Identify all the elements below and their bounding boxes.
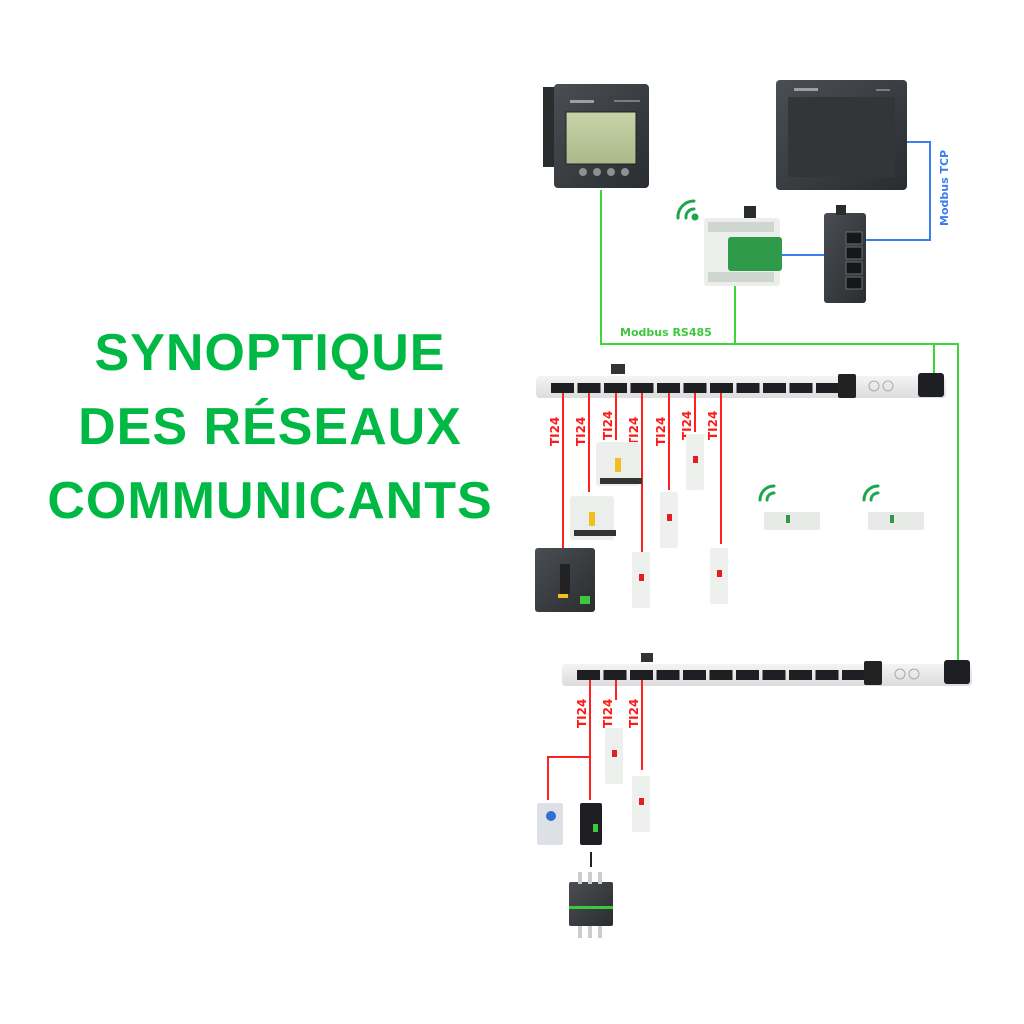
auxiliary-contact[interactable] bbox=[710, 548, 728, 604]
ti24-branch bbox=[547, 756, 590, 800]
wireless-sensor-1-signal-icon bbox=[758, 484, 776, 502]
wireless-sensor-2-signal-icon bbox=[862, 484, 880, 502]
connector-block bbox=[630, 670, 653, 680]
ti24-label: TI24 bbox=[706, 411, 720, 440]
title-line-3: COMMUNICANTS bbox=[47, 472, 493, 530]
auxiliary-contact[interactable] bbox=[632, 552, 650, 608]
wireless-sensor-1[interactable] bbox=[764, 512, 820, 530]
connector-block bbox=[710, 383, 733, 393]
ethernet-switch[interactable] bbox=[824, 205, 866, 303]
title-line-1: SYNOPTIQUE bbox=[94, 324, 446, 382]
ti24-label: TI24 bbox=[575, 699, 589, 728]
connector-block bbox=[604, 383, 627, 393]
ti24-label: TI24 bbox=[680, 411, 694, 440]
capacitor-contactor[interactable] bbox=[569, 872, 613, 938]
connector-block bbox=[657, 383, 680, 393]
ti24-label: TI24 bbox=[627, 699, 641, 728]
diagram-title: SYNOPTIQUE DES RÉSEAUX COMMUNICANTS bbox=[20, 316, 520, 538]
connector-block bbox=[630, 383, 654, 393]
thermostat[interactable] bbox=[537, 803, 563, 845]
ti24-label: TI24 bbox=[654, 417, 668, 446]
relay[interactable] bbox=[580, 803, 602, 845]
connector-block bbox=[709, 670, 733, 680]
acquisition-bar-top bbox=[536, 364, 946, 398]
connector-block bbox=[736, 670, 759, 680]
connector-block bbox=[577, 670, 600, 680]
auxiliary-contact[interactable] bbox=[605, 728, 623, 784]
connector-block bbox=[577, 383, 601, 393]
connector-block bbox=[656, 670, 680, 680]
residual-current-device-1[interactable] bbox=[596, 442, 642, 486]
hmi-touchscreen[interactable] bbox=[776, 80, 907, 190]
ti24-label: TI24 bbox=[574, 417, 588, 446]
auxiliary-contact[interactable] bbox=[686, 434, 704, 490]
connector-block bbox=[842, 670, 865, 680]
auxiliary-contact[interactable] bbox=[660, 492, 678, 548]
connector-block bbox=[603, 670, 627, 680]
ti24-lines-bottom: TI24 TI24 TI24 bbox=[575, 680, 643, 800]
residual-current-device-2[interactable] bbox=[570, 496, 616, 540]
power-meter[interactable] bbox=[543, 84, 649, 188]
connector-block bbox=[763, 383, 786, 393]
ti24-label: TI24 bbox=[548, 417, 562, 446]
connector-block bbox=[815, 670, 839, 680]
wireless-signal-icon bbox=[676, 199, 699, 221]
connector-block bbox=[789, 383, 813, 393]
title-line-2: DES RÉSEAUX bbox=[78, 398, 462, 456]
wireless-gateway[interactable] bbox=[704, 206, 782, 286]
tcp-label: Modbus TCP bbox=[938, 150, 951, 226]
ti24-label: TI24 bbox=[601, 699, 615, 728]
connector-block bbox=[551, 383, 574, 393]
ti24-label: TI24 bbox=[627, 417, 641, 446]
ti24-label: TI24 bbox=[601, 411, 615, 440]
connector-block bbox=[816, 383, 839, 393]
connector-block bbox=[683, 670, 706, 680]
auxiliary-contact[interactable] bbox=[632, 776, 650, 832]
connector-block bbox=[736, 383, 760, 393]
connector-block bbox=[789, 670, 812, 680]
ti24-lines-top: TI24 TI24 TI24 TI24 TI24 TI24 TI24 bbox=[548, 393, 722, 594]
acquisition-bar-bottom bbox=[562, 653, 972, 686]
circuit-breaker[interactable] bbox=[535, 548, 595, 612]
connector-block bbox=[762, 670, 786, 680]
rs485-label: Modbus RS485 bbox=[620, 326, 712, 339]
connector-block bbox=[683, 383, 707, 393]
wireless-sensor-2[interactable] bbox=[868, 512, 924, 530]
